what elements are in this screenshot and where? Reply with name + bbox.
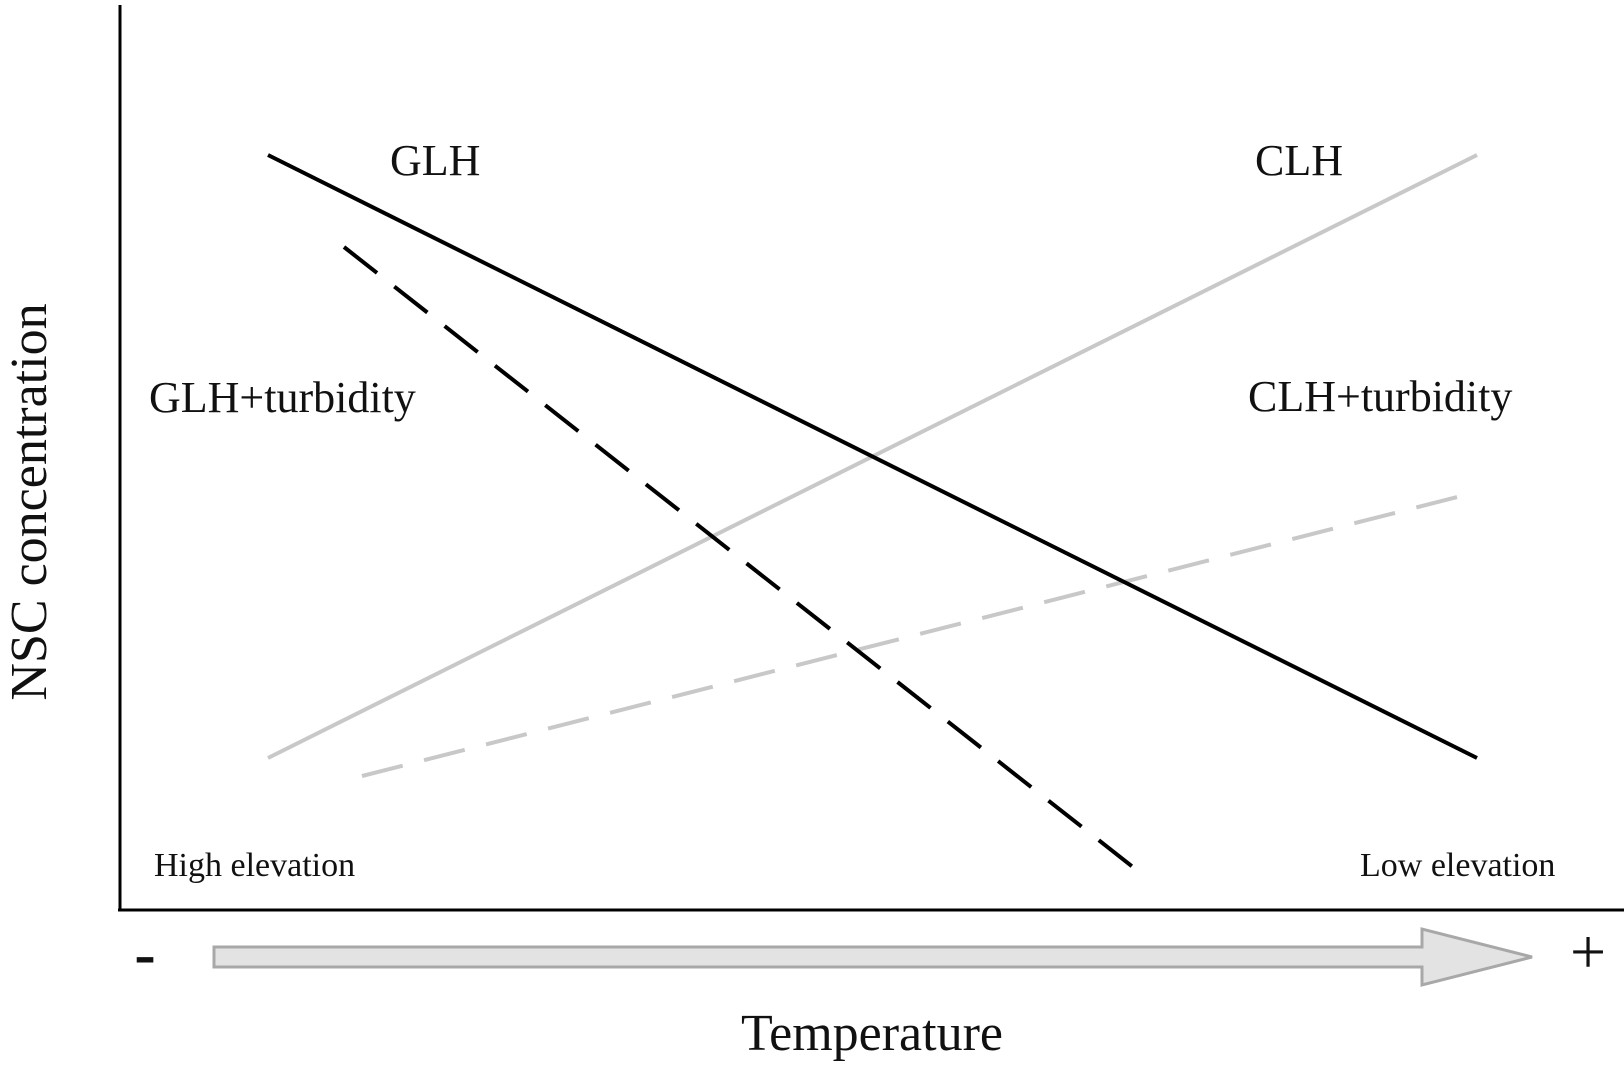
label-clh: CLH xyxy=(1255,136,1343,185)
line-glh-turbidity xyxy=(342,245,1140,873)
line-glh xyxy=(267,153,1478,760)
label-glh: GLH xyxy=(390,136,480,185)
label-glh-turbidity: GLH+turbidity xyxy=(149,373,416,422)
y-axis-title: NSC concentration xyxy=(1,303,58,700)
x-axis-title: Temperature xyxy=(741,1005,1003,1062)
label-clh-turbidity: CLH+turbidity xyxy=(1248,372,1512,421)
label-minus: - xyxy=(134,918,155,989)
label-low-elevation: Low elevation xyxy=(1360,847,1555,884)
temperature-arrow xyxy=(212,927,1533,987)
line-clh-turbidity xyxy=(361,490,1478,778)
label-high-elevation: High elevation xyxy=(154,847,355,884)
label-plus: + xyxy=(1570,916,1606,987)
